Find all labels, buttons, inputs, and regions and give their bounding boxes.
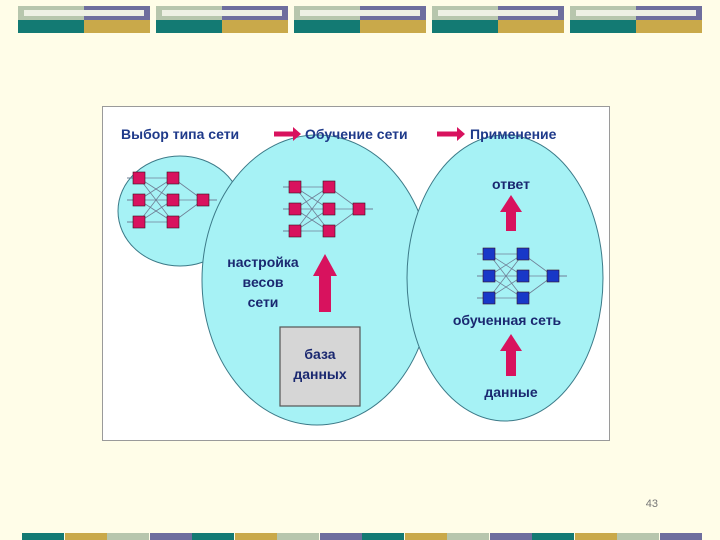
decor-segment (659, 533, 702, 540)
step-title-network-type: Выбор типа сети (121, 126, 239, 142)
decor-cell (432, 20, 498, 33)
diagram-canvas: Выбор типа сети Обучение сети Применение… (117, 126, 604, 426)
network-node (482, 291, 496, 305)
up-arrow-icon (500, 195, 522, 231)
weights-label-line-3: сети (248, 294, 279, 310)
decor-tile (294, 6, 426, 33)
decor-segment (149, 533, 192, 540)
step-title-training: Обучение сети (305, 126, 408, 142)
decor-tile (156, 6, 288, 33)
decor-tile (570, 6, 702, 33)
up-arrow-icon (313, 254, 337, 312)
flow-arrow-icon (274, 127, 301, 141)
answer-label: ответ (492, 176, 530, 192)
network-diagram-untrained (127, 171, 217, 229)
decor-segment (617, 533, 659, 540)
flow-arrow-icon (437, 127, 465, 141)
network-node (516, 291, 530, 305)
decor-cell (570, 20, 636, 33)
network-node (288, 224, 302, 238)
weights-label-line-2: весов (243, 274, 284, 290)
decor-segment (447, 533, 489, 540)
step-title-application: Применение (470, 126, 557, 142)
network-node (352, 202, 366, 216)
up-arrow-icon (500, 334, 522, 376)
decor-tile (18, 6, 150, 33)
application-ellipse (406, 134, 604, 422)
connection-line (488, 253, 524, 299)
network-node (132, 193, 146, 207)
top-decoration-band (18, 6, 702, 33)
network-node (166, 215, 180, 229)
connection-line (138, 177, 174, 223)
network-node (132, 215, 146, 229)
decor-highlight (438, 10, 558, 16)
decor-cell (360, 20, 426, 33)
neural-network-diagram: Выбор типа сети Обучение сети Применение… (102, 106, 610, 441)
database-label-line-1: база (304, 346, 335, 362)
flow-arrows (274, 127, 465, 141)
network-node (288, 202, 302, 216)
network-node (482, 247, 496, 261)
decor-segment (362, 533, 404, 540)
network-node (322, 180, 336, 194)
decor-cell (498, 20, 564, 33)
decor-segment (22, 533, 64, 540)
network-node (288, 180, 302, 194)
decor-segment (234, 533, 277, 540)
network-node (166, 193, 180, 207)
network-node (132, 171, 146, 185)
decor-segment (319, 533, 362, 540)
decor-highlight (24, 10, 144, 16)
network-node (166, 171, 180, 185)
decor-cell (156, 20, 222, 33)
database-label-line-2: данных (293, 366, 347, 382)
trained-network-label: обученная сеть (453, 312, 562, 328)
bottom-decoration-band (22, 533, 702, 540)
decor-segment (574, 533, 617, 540)
network-node (516, 247, 530, 261)
network-node (482, 269, 496, 283)
decor-cell (18, 20, 84, 33)
decor-segment (532, 533, 574, 540)
decor-segment (404, 533, 447, 540)
decor-segment (64, 533, 107, 540)
network-node (196, 193, 210, 207)
network-node (546, 269, 560, 283)
decor-cell (636, 20, 702, 33)
decor-tile (432, 6, 564, 33)
decor-segment (277, 533, 319, 540)
database-box (279, 326, 361, 407)
decor-segment (192, 533, 234, 540)
decor-cell (222, 20, 288, 33)
page-number: 43 (645, 498, 658, 510)
decor-segment (107, 533, 149, 540)
network-node (516, 269, 530, 283)
network-node (322, 224, 336, 238)
weights-label-line-1: настройка (227, 254, 299, 270)
decor-segment (489, 533, 532, 540)
input-data-label: данные (484, 384, 538, 400)
network-diagram-training (283, 180, 373, 238)
decor-cell (294, 20, 360, 33)
decor-highlight (576, 10, 696, 16)
network-diagram-trained (477, 247, 567, 305)
decor-highlight (162, 10, 282, 16)
decor-cell (84, 20, 150, 33)
network-node (322, 202, 336, 216)
decor-highlight (300, 10, 420, 16)
connection-line (294, 186, 330, 232)
